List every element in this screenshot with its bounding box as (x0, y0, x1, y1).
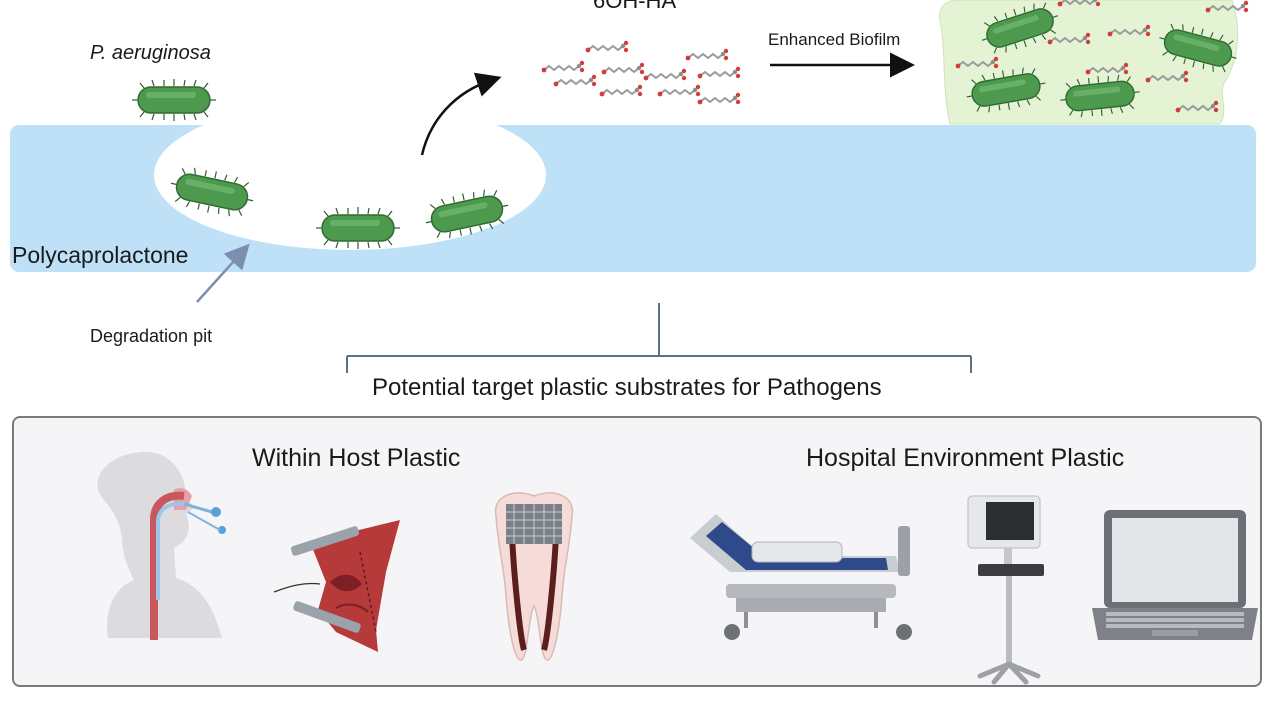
bracket (346, 303, 972, 373)
biofilm-region (939, 0, 1239, 125)
top-partial-label: 6OH-HA (593, 0, 677, 13)
laptop-icon (1092, 510, 1258, 640)
pit-label: Degradation pit (90, 326, 213, 346)
biofilm-label: Enhanced Biofilm (768, 30, 901, 49)
hospital-environment-heading: Hospital Environment Plastic (806, 444, 1125, 472)
released-molecules (540, 39, 742, 106)
hospital-bed-icon (690, 514, 912, 640)
endotracheal-tube-icon (97, 451, 226, 640)
substrate-label: Polycaprolactone (12, 242, 189, 268)
organism-label: P. aeruginosa (90, 42, 211, 64)
section-title: Potential target plastic substrates for … (372, 374, 882, 401)
plastic-substrates-panel (12, 416, 1262, 687)
degradation-pit (154, 100, 546, 250)
surgical-mesh-icon (273, 520, 400, 652)
bacterium-surface (131, 78, 217, 122)
within-host-heading: Within Host Plastic (252, 444, 461, 472)
dental-implant-icon (494, 492, 574, 661)
medical-monitor-stand-icon (967, 495, 1044, 685)
